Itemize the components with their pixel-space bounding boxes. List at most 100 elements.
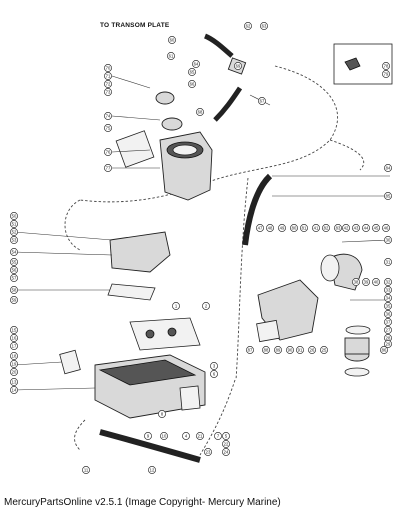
callout-11: 11 (82, 466, 90, 474)
svg-text:3: 3 (213, 364, 216, 369)
svg-text:49: 49 (280, 226, 285, 231)
callout-85: 85 (384, 192, 392, 200)
callout-75: 75 (104, 124, 112, 132)
svg-text:69: 69 (236, 64, 241, 69)
callout-41: 41 (312, 224, 320, 232)
svg-text:56: 56 (12, 268, 17, 273)
svg-text:84: 84 (386, 166, 391, 171)
svg-text:86: 86 (382, 348, 387, 353)
svg-text:26: 26 (310, 348, 315, 353)
svg-text:87: 87 (248, 348, 253, 353)
svg-text:59: 59 (12, 298, 17, 303)
left-bracket (107, 231, 171, 301)
svg-text:90: 90 (288, 348, 293, 353)
svg-text:17: 17 (12, 344, 17, 349)
svg-text:1: 1 (175, 304, 178, 309)
svg-text:8: 8 (161, 412, 164, 417)
callout-9: 9 (144, 432, 152, 440)
callout-63: 63 (260, 22, 268, 30)
callout-56: 56 (10, 266, 18, 274)
callout-14: 14 (10, 386, 18, 394)
callout-51: 51 (10, 220, 18, 228)
svg-text:6: 6 (213, 372, 216, 377)
callout-80: 80 (290, 224, 298, 232)
svg-text:4: 4 (185, 434, 188, 439)
svg-text:81: 81 (302, 226, 307, 231)
callout-59: 59 (10, 296, 18, 304)
upper-riser-assembly (115, 91, 213, 201)
svg-text:61: 61 (169, 54, 174, 59)
exhaust-manifold (59, 349, 206, 419)
svg-text:82: 82 (324, 226, 329, 231)
svg-text:36: 36 (386, 312, 391, 317)
callout-4: 4 (182, 432, 190, 440)
callout-3: 3 (210, 362, 218, 370)
svg-text:77: 77 (106, 166, 111, 171)
callout-67: 67 (258, 97, 266, 105)
svg-text:44: 44 (364, 226, 369, 231)
svg-text:34: 34 (386, 296, 391, 301)
svg-text:68: 68 (198, 110, 203, 115)
callout-36: 36 (384, 310, 392, 318)
callout-62: 62 (244, 22, 252, 30)
callout-60: 60 (168, 36, 176, 44)
leader-lines (13, 75, 391, 391)
callout-91: 91 (296, 346, 304, 354)
svg-text:53: 53 (12, 238, 17, 243)
callout-23: 23 (204, 448, 212, 456)
svg-text:51: 51 (12, 222, 17, 227)
svg-text:76: 76 (106, 150, 111, 155)
callout-71: 71 (104, 72, 112, 80)
callout-74: 74 (104, 112, 112, 120)
callout-25: 25 (320, 346, 328, 354)
callout-83: 83 (334, 224, 342, 232)
svg-text:29: 29 (386, 342, 391, 347)
callout-21: 21 (196, 432, 204, 440)
callout-47: 47 (256, 224, 264, 232)
svg-text:62: 62 (246, 24, 251, 29)
svg-text:11: 11 (84, 468, 89, 473)
svg-text:23: 23 (206, 450, 211, 455)
callout-57: 57 (10, 274, 18, 282)
callout-31: 31 (384, 258, 392, 266)
callout-65: 65 (188, 68, 196, 76)
callout-12: 12 (148, 466, 156, 474)
svg-text:55: 55 (12, 260, 17, 265)
callout-53: 53 (10, 236, 18, 244)
callout-81: 81 (300, 224, 308, 232)
callout-7: 7 (214, 432, 222, 440)
svg-text:58: 58 (12, 288, 17, 293)
svg-text:28: 28 (386, 336, 391, 341)
svg-text:43: 43 (354, 226, 359, 231)
svg-text:19: 19 (12, 362, 17, 367)
callout-15: 15 (10, 326, 18, 334)
svg-text:45: 45 (374, 226, 379, 231)
svg-text:80: 80 (292, 226, 297, 231)
svg-text:7: 7 (217, 434, 220, 439)
callout-48: 48 (266, 224, 274, 232)
callout-76: 76 (104, 148, 112, 156)
callout-38: 38 (352, 278, 360, 286)
callout-19: 19 (10, 360, 18, 368)
footer-caption: MercuryPartsOnline v2.5.1 (Image Copyrig… (4, 497, 281, 508)
callout-69: 69 (234, 62, 242, 70)
svg-text:15: 15 (12, 328, 17, 333)
svg-text:66: 66 (190, 82, 195, 87)
callout-20: 20 (10, 368, 18, 376)
svg-text:88: 88 (264, 348, 269, 353)
callout-13: 13 (10, 378, 18, 386)
svg-text:41: 41 (314, 226, 319, 231)
svg-text:39: 39 (364, 280, 369, 285)
callout-44: 44 (362, 224, 370, 232)
callout-6: 6 (210, 370, 218, 378)
callout-61: 61 (167, 52, 175, 60)
callout-89: 89 (274, 346, 282, 354)
svg-text:24: 24 (224, 450, 229, 455)
callout-8: 8 (158, 410, 166, 418)
callout-33: 33 (384, 286, 392, 294)
callout-86: 86 (380, 346, 388, 354)
svg-text:5: 5 (225, 434, 228, 439)
svg-text:27: 27 (386, 328, 391, 333)
svg-text:48: 48 (268, 226, 273, 231)
callout-35: 35 (384, 302, 392, 310)
